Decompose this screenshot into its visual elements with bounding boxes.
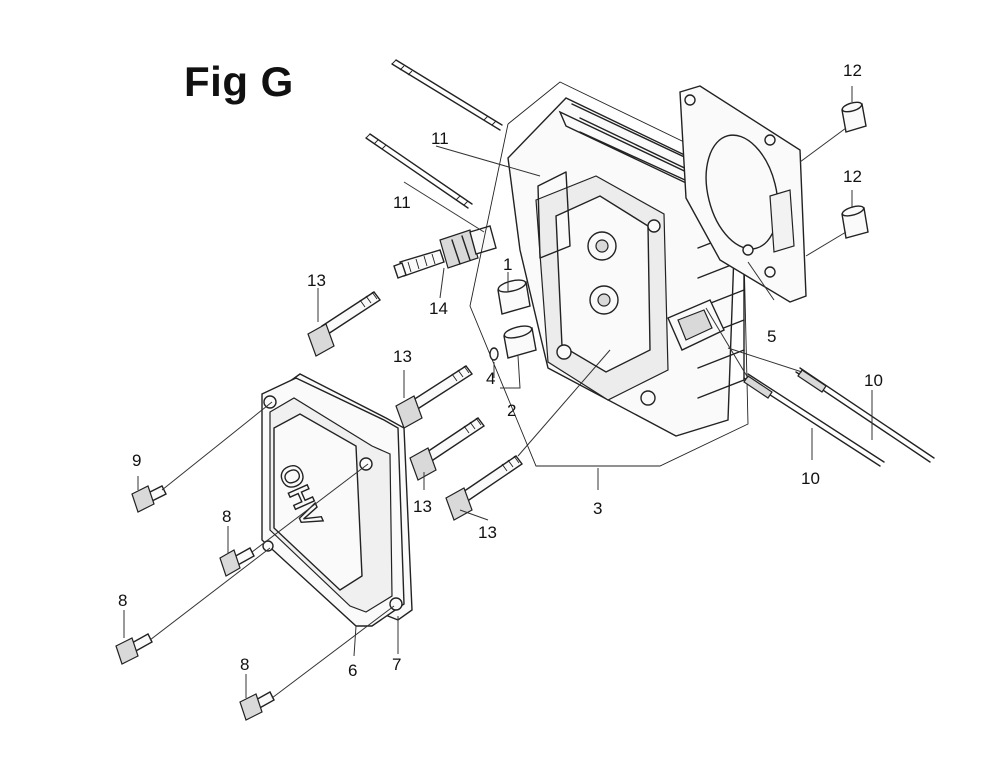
callout-5: 5 <box>767 327 776 346</box>
valve-guide-2 <box>503 325 537 359</box>
push-rod-lower <box>743 373 885 467</box>
cover-bolt-8a <box>219 547 255 577</box>
callout-13c: 13 <box>413 497 432 516</box>
callout-7: 7 <box>392 655 401 674</box>
callout-12a: 12 <box>843 61 862 80</box>
callout-13d: 13 <box>478 523 497 542</box>
rocker-cover: OHV <box>261 377 405 627</box>
callout-3: 3 <box>593 499 602 518</box>
clip-4 <box>489 347 499 361</box>
dowel-pin-lower <box>841 205 869 239</box>
callout-13a: 13 <box>307 271 326 290</box>
callout-9: 9 <box>132 451 141 470</box>
dowel-pin-upper <box>841 101 867 133</box>
callout-11a: 11 <box>431 129 449 148</box>
push-rod-upper <box>795 367 935 463</box>
spark-plug <box>393 225 497 279</box>
callout-10a: 10 <box>864 371 883 390</box>
leader-lines <box>123 86 873 699</box>
callout-6: 6 <box>348 661 357 680</box>
callout-labels: 1 2 3 4 5 6 7 8 8 8 9 10 10 11 11 12 12 … <box>118 61 883 680</box>
stud-lower <box>365 133 473 209</box>
callout-14: 14 <box>429 299 448 318</box>
callout-4: 4 <box>486 369 495 388</box>
callout-8c: 8 <box>240 655 249 674</box>
cover-bolt-8b <box>115 633 153 665</box>
callout-2: 2 <box>507 401 516 420</box>
stud-upper <box>391 59 503 131</box>
head-bolt-4 <box>445 455 524 521</box>
head-bolt-3 <box>409 417 486 481</box>
callout-12b: 12 <box>843 167 862 186</box>
figure-title: Fig G <box>184 58 294 105</box>
callout-13b: 13 <box>393 347 412 366</box>
callout-10b: 10 <box>801 469 820 488</box>
cover-bolt-9 <box>131 485 167 513</box>
head-bolt-1 <box>307 291 382 357</box>
head-gasket <box>679 85 807 303</box>
callout-8b: 8 <box>118 591 127 610</box>
cylinder-head <box>469 81 749 467</box>
callout-8a: 8 <box>222 507 231 526</box>
valve-guide-1 <box>497 279 531 315</box>
callout-11b: 11 <box>393 193 411 212</box>
callout-1: 1 <box>503 255 512 274</box>
head-bolt-2 <box>395 365 474 429</box>
cover-bolt-8c <box>239 691 275 721</box>
